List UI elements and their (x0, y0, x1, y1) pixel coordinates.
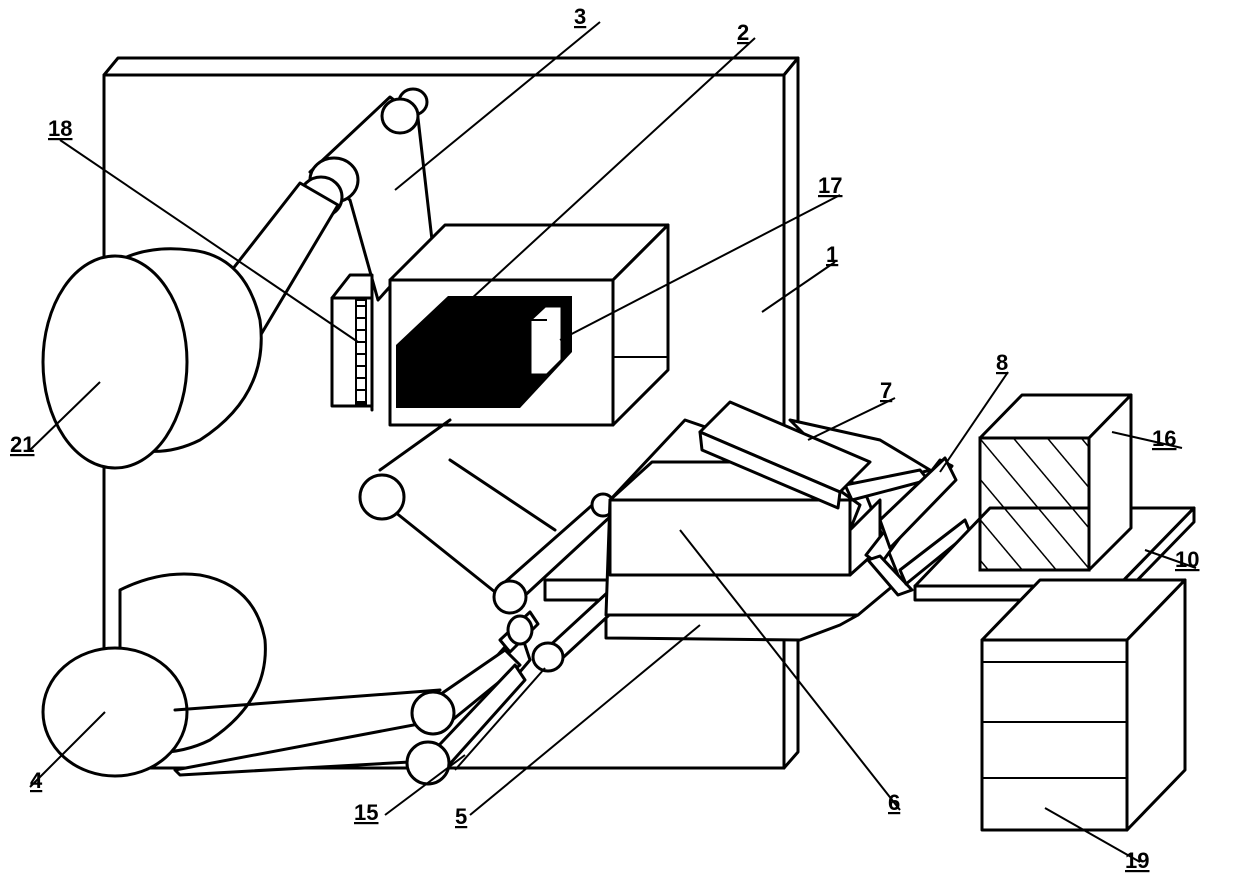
label-5: 5 (455, 804, 467, 829)
cabinet-19 (982, 580, 1185, 830)
label-8: 8 (996, 350, 1008, 375)
label-3: 3 (574, 4, 586, 29)
label-6: 6 (888, 790, 900, 815)
label-18: 18 (48, 116, 72, 141)
label-7: 7 (880, 378, 892, 403)
label-17: 17 (818, 173, 842, 198)
label-19: 19 (1125, 848, 1149, 873)
box-16 (980, 395, 1131, 570)
detector-18 (332, 275, 372, 406)
label-10: 10 (1175, 547, 1199, 572)
cabinet-2 (390, 225, 668, 425)
label-15: 15 (354, 800, 378, 825)
label-21: 21 (10, 432, 34, 457)
label-16: 16 (1152, 426, 1176, 451)
label-2: 2 (737, 20, 749, 45)
label-4: 4 (30, 768, 43, 793)
label-1: 1 (826, 242, 838, 267)
